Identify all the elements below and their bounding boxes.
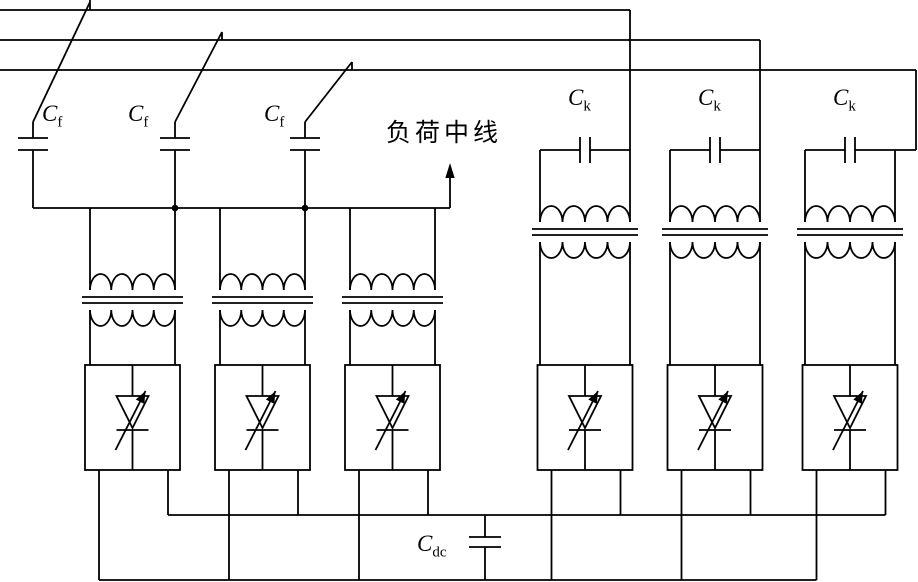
ck-label-1-base: C [568,85,584,110]
ck-label-2: Ck [698,86,721,115]
cf-label-2-base: C [128,101,144,126]
cf-label-3-sub: f [279,114,285,131]
converter-unit-2 [214,364,311,471]
transformer-3 [341,207,444,366]
cdc-label-sub: dc [432,544,447,561]
load-neutral-line [33,163,455,212]
converter-unit-6 [801,364,899,471]
converter-unit-3 [344,364,441,471]
transformer-6 [796,149,904,366]
converter-unit-5 [666,364,764,471]
bus-drop-3 [895,70,917,151]
filter-capacitor-3 [289,121,321,209]
cf-label-1: Cf [42,102,62,131]
ck-label-3-sub: k [848,98,856,115]
neutral-arrow-icon [445,163,455,178]
cf-label-3-base: C [264,101,280,126]
ck-label-3-base: C [833,85,849,110]
series-capacitor-2 [669,136,761,164]
transformer-2 [211,207,314,366]
transformer-1 [81,207,184,366]
cf-label-2-sub: f [143,114,149,131]
converter-dc-leads [98,470,887,580]
cf-label-1-base: C [42,101,58,126]
cf-label-3: Cf [264,102,284,131]
ck-label-1: Ck [568,86,591,115]
ck-label-2-base: C [698,85,714,110]
neutral-line-label: 负荷中线 [386,118,503,147]
ck-label-3: Ck [833,86,856,115]
disconnect-switch-3 [304,61,353,123]
dc-bus-section [98,470,887,581]
cdc-label-base: C [417,531,433,556]
bus-drops [629,10,917,151]
transformer-4 [531,149,639,366]
converter-unit-4 [536,364,634,471]
cf-label-1-sub: f [57,114,63,131]
filter-capacitor-2 [159,121,191,209]
phase-bus-lines [0,9,916,71]
cf-label-2: Cf [128,102,148,131]
ck-label-2-sub: k [713,98,721,115]
cdc-label: Cdc [417,532,447,561]
ck-label-1-sub: k [583,98,591,115]
converter-unit-1 [84,364,181,471]
series-capacitor-1 [539,136,631,164]
disconnect-switch-1 [32,0,91,123]
series-capacitor-3 [804,136,896,164]
switches [32,0,353,123]
transformer-5 [661,149,769,366]
filter-capacitor-1 [17,121,49,209]
disconnect-switch-2 [174,31,223,123]
dc-link-capacitor [469,515,501,580]
